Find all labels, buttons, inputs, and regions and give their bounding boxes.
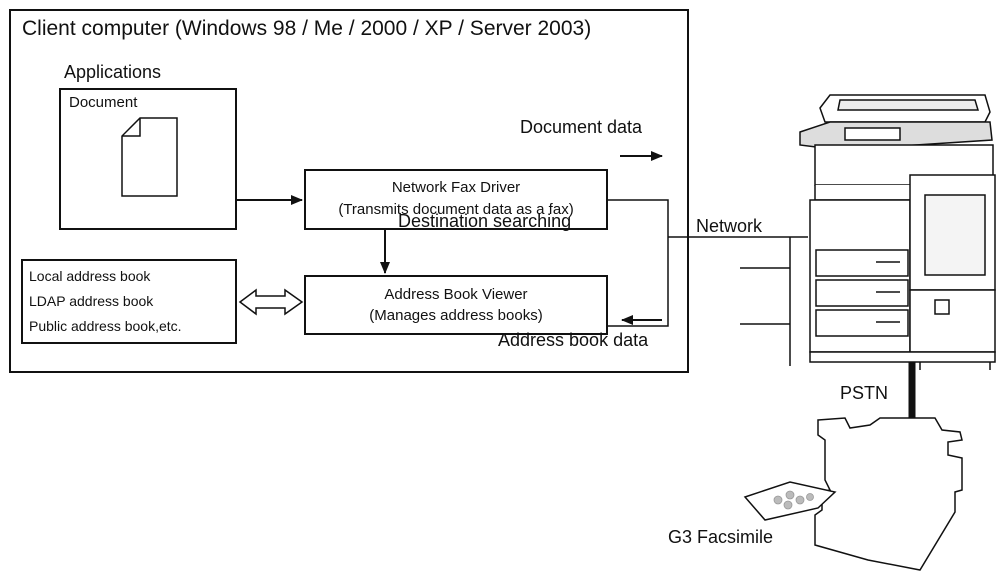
applications-label: Applications (64, 62, 162, 82)
client-computer-frame (9, 9, 689, 373)
document-data-label: Document data (520, 117, 643, 137)
client-computer-title: Client computer (Windows 98 / Me / 2000 … (22, 17, 592, 40)
g3-facsimile-label: G3 Facsimile (668, 527, 774, 547)
driver-connector-line (608, 199, 669, 327)
fax-driver-title: Network Fax Driver (391, 179, 521, 196)
document-label: Document (69, 94, 138, 111)
address-books-box: Local address book LDAP address book Pub… (21, 259, 237, 344)
address-book-item-public: Public address book,etc. (29, 318, 182, 334)
address-viewer-description: (Manages address books) (369, 307, 543, 324)
address-book-item-local: Local address book (29, 268, 151, 284)
fax-driver-description: (Transmits document data as a fax) (338, 201, 574, 218)
network-fax-driver-box: Network Fax Driver (Transmits document d… (304, 169, 608, 230)
address-viewer-title: Address Book Viewer (384, 286, 528, 303)
double-arrow-icon (238, 288, 304, 316)
document-page-icon (121, 117, 178, 197)
destination-searching-label: Destination searching (398, 211, 572, 231)
pstn-label: PSTN (840, 383, 889, 403)
address-book-data-label: Address book data (498, 330, 649, 350)
address-book-viewer-box: Address Book Viewer (Manages address boo… (304, 275, 608, 335)
g3-facsimile-icon (743, 417, 963, 571)
mfp-printer-icon (799, 94, 996, 370)
address-book-item-ldap: LDAP address book (29, 293, 154, 309)
network-label: Network (696, 216, 763, 236)
